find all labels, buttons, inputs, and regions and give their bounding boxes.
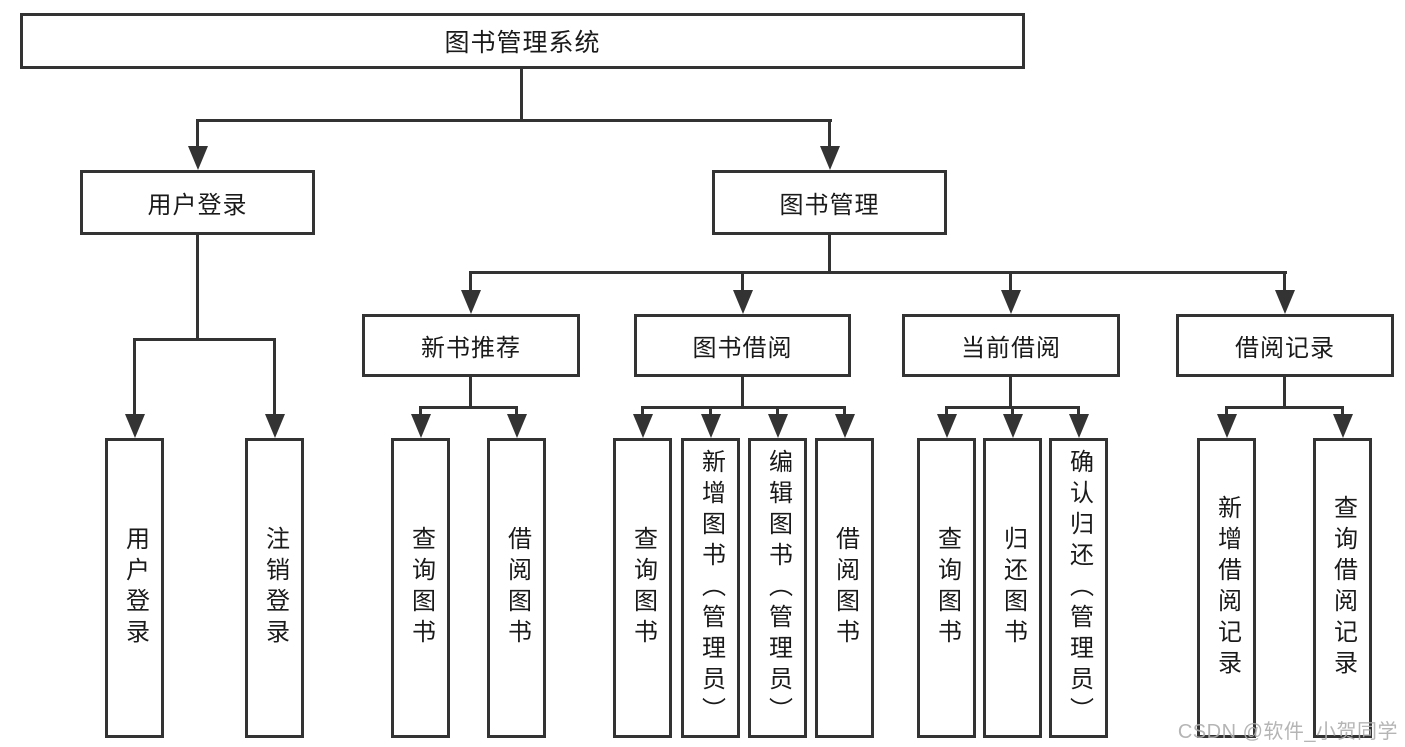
- connector-l3-stem-2: [741, 271, 744, 293]
- node-root-label: 图书管理系统: [444, 29, 601, 57]
- arrow-user-login: [188, 146, 208, 170]
- connector-user-login-rail: [133, 338, 276, 341]
- connector-l2-stem-right: [828, 119, 831, 149]
- connector-user-login-stem: [196, 235, 199, 338]
- node-book-borrow: 图书借阅: [634, 314, 851, 377]
- arrow-new-book-recommend: [461, 290, 481, 314]
- connector-g3-leafstem-3: [776, 406, 779, 416]
- arrow-g5-leaf-1: [1217, 414, 1237, 438]
- node-root: 图书管理系统: [20, 13, 1025, 69]
- leaf-query-borrow-record-label: 查询借阅记录: [1329, 495, 1357, 681]
- node-borrow-records-label: 借阅记录: [1235, 335, 1335, 362]
- connector-l3-stem-1: [469, 271, 472, 293]
- connector-g3-leafstem-1: [641, 406, 644, 416]
- arrow-leaf-logout: [265, 414, 285, 438]
- connector-l3-rail: [469, 271, 1287, 274]
- connector-g5-leafstem-1: [1225, 406, 1228, 416]
- connector-g3-leafstem-4: [843, 406, 846, 416]
- connector-book-mgmt-stem: [828, 235, 831, 271]
- arrow-g3-leaf-3: [768, 414, 788, 438]
- arrow-g3-leaf-4: [835, 414, 855, 438]
- connector-l3-stem-3: [1009, 271, 1012, 293]
- connector-l2-rail: [196, 119, 832, 122]
- leaf-query-books-borrow-label: 查询图书: [629, 526, 657, 650]
- connector-l3-stem-4: [1283, 271, 1286, 293]
- connector-g2-rail: [419, 406, 518, 409]
- node-new-book-recommend: 新书推荐: [362, 314, 580, 377]
- leaf-query-books-current-label: 查询图书: [933, 526, 961, 650]
- node-book-borrow-label: 图书借阅: [692, 335, 793, 362]
- leaf-edit-books-admin-label: 编辑图书（管理员）: [764, 448, 792, 728]
- leaf-borrow-books-recommend: 借阅图书: [487, 438, 546, 738]
- connector-l2-stem-left: [196, 119, 199, 149]
- connector-g3-stem: [741, 377, 744, 406]
- arrow-g4-leaf-2: [1003, 414, 1023, 438]
- leaf-add-borrow-record: 新增借阅记录: [1197, 438, 1256, 738]
- leaf-add-books-admin: 新增图书（管理员）: [681, 438, 740, 738]
- leaf-borrow-books-label: 借阅图书: [831, 526, 859, 650]
- arrow-leaf-user-login: [125, 414, 145, 438]
- connector-g3-leafstem-2: [709, 406, 712, 416]
- connector-leaf-stem-1: [133, 338, 136, 416]
- connector-g4-leafstem-3: [1077, 406, 1080, 416]
- connector-g5-leafstem-2: [1341, 406, 1344, 416]
- leaf-borrow-books-recommend-label: 借阅图书: [503, 526, 531, 650]
- leaf-query-books-recommend: 查询图书: [391, 438, 450, 738]
- leaf-logout-login-label: 注销登录: [261, 526, 289, 650]
- leaf-query-books-current: 查询图书: [917, 438, 976, 738]
- node-book-management: 图书管理: [712, 170, 947, 235]
- leaf-borrow-books: 借阅图书: [815, 438, 874, 738]
- connector-g3-rail: [641, 406, 846, 409]
- node-user-login-label: 用户登录: [147, 192, 248, 219]
- connector-leaf-stem-2: [273, 338, 276, 416]
- arrow-g3-leaf-2: [701, 414, 721, 438]
- connector-g5-stem: [1283, 377, 1286, 406]
- node-book-management-label: 图书管理: [779, 192, 880, 219]
- arrow-g4-leaf-1: [937, 414, 957, 438]
- leaf-confirm-return-admin-label: 确认归还（管理员）: [1065, 448, 1093, 728]
- leaf-query-borrow-record: 查询借阅记录: [1313, 438, 1372, 738]
- leaf-confirm-return-admin: 确认归还（管理员）: [1049, 438, 1108, 738]
- node-user-login: 用户登录: [80, 170, 315, 235]
- arrow-g2-leaf-1: [411, 414, 431, 438]
- leaf-user-login: 用户登录: [105, 438, 164, 738]
- leaf-user-login-label: 用户登录: [121, 526, 149, 650]
- leaf-query-books-recommend-label: 查询图书: [407, 526, 435, 650]
- leaf-add-books-admin-label: 新增图书（管理员）: [697, 448, 725, 728]
- node-current-borrow-label: 当前借阅: [961, 335, 1061, 362]
- connector-g2-leafstem-1: [419, 406, 422, 416]
- arrow-book-management: [820, 146, 840, 170]
- connector-g5-rail: [1225, 406, 1344, 409]
- leaf-edit-books-admin: 编辑图书（管理员）: [748, 438, 807, 738]
- arrow-current-borrow: [1001, 290, 1021, 314]
- arrow-g5-leaf-2: [1333, 414, 1353, 438]
- node-borrow-records: 借阅记录: [1176, 314, 1394, 377]
- leaf-return-books: 归还图书: [983, 438, 1042, 738]
- connector-g2-leafstem-2: [515, 406, 518, 416]
- node-new-book-recommend-label: 新书推荐: [421, 335, 521, 362]
- connector-g4-leafstem-1: [945, 406, 948, 416]
- arrow-g4-leaf-3: [1069, 414, 1089, 438]
- arrow-book-borrow: [733, 290, 753, 314]
- connector-g4-leafstem-2: [1011, 406, 1014, 416]
- connector-root-stem: [520, 69, 523, 119]
- node-current-borrow: 当前借阅: [902, 314, 1120, 377]
- leaf-add-borrow-record-label: 新增借阅记录: [1213, 495, 1241, 681]
- arrow-g2-leaf-2: [507, 414, 527, 438]
- arrow-g3-leaf-1: [633, 414, 653, 438]
- connector-g4-stem: [1009, 377, 1012, 406]
- arrow-borrow-records: [1275, 290, 1295, 314]
- leaf-query-books-borrow: 查询图书: [613, 438, 672, 738]
- leaf-return-books-label: 归还图书: [999, 526, 1027, 650]
- connector-g2-stem: [469, 377, 472, 406]
- leaf-logout-login: 注销登录: [245, 438, 304, 738]
